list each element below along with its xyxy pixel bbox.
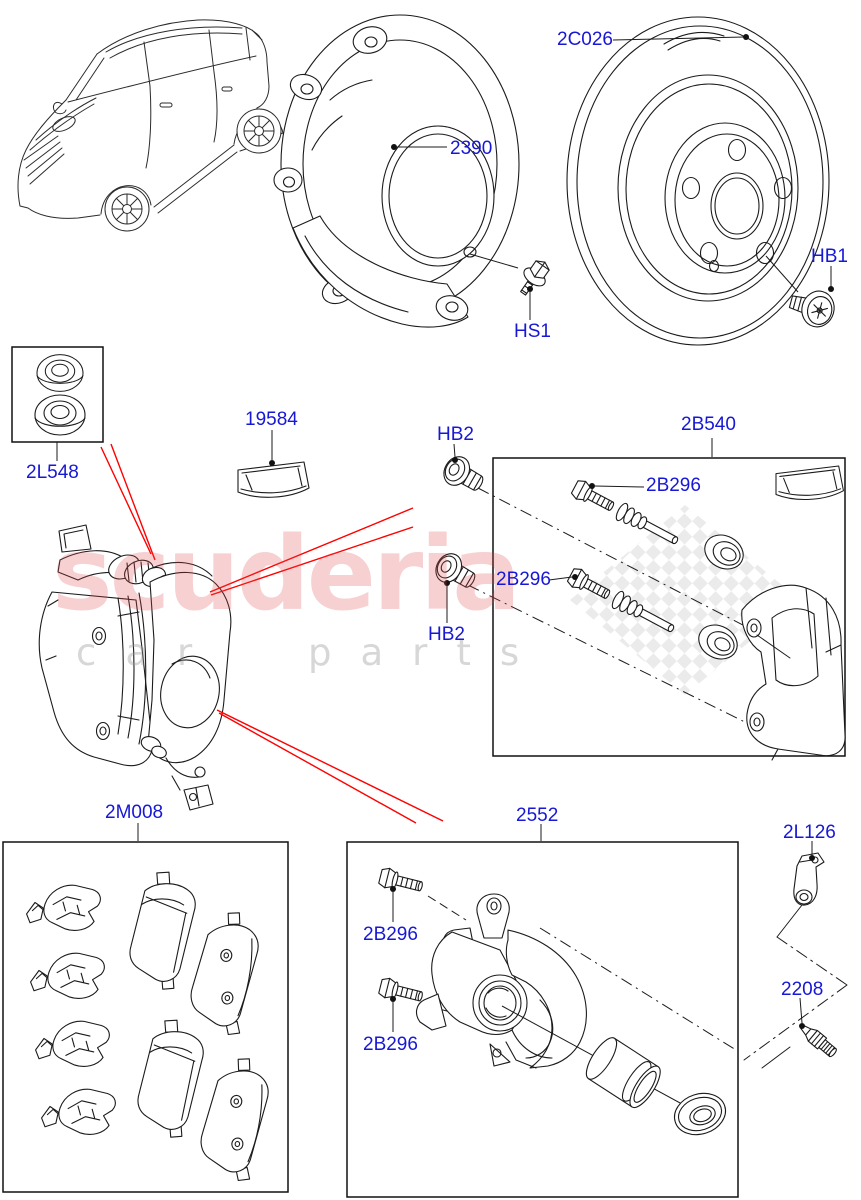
part-label-guide-bolt-hb2-lower[interactable]: HB2	[428, 624, 465, 645]
part-label-carrier-pin-upper[interactable]: 2B296	[646, 475, 701, 496]
part-label-grease-sachet[interactable]: 19584	[245, 409, 298, 430]
part-label-caliper-bolt-lower[interactable]: 2B296	[363, 1034, 418, 1055]
caliper-piston-drawing	[585, 1037, 661, 1109]
caliper-bolt-lower-drawing	[377, 976, 425, 1007]
part-label-guide-bolt-hb2-upper[interactable]: HB2	[437, 424, 474, 445]
grommet-kit-box	[11, 346, 104, 443]
part-label-dust-shield[interactable]: 2390	[450, 138, 493, 159]
caliper-bolt-upper-drawing	[377, 866, 425, 897]
part-label-carrier-kit[interactable]: 2B540	[681, 414, 736, 435]
part-label-hub-bolt-hb1[interactable]: HB1	[811, 246, 848, 267]
part-label-disc-screw-hs1[interactable]: HS1	[514, 321, 551, 342]
part-label-hose-bracket[interactable]: 2L126	[783, 822, 836, 843]
hb2-bolt-upper-drawing	[438, 451, 490, 499]
carrier-kit-box	[430, 451, 846, 761]
part-label-brake-disc[interactable]: 2C026	[557, 29, 613, 50]
caliper-kit-box	[346, 841, 739, 1198]
part-label-grommet-kit[interactable]: 2L548	[26, 462, 79, 483]
callout-leader-lines	[56, 34, 834, 1032]
brake-disc-drawing	[566, 16, 830, 346]
caliper-housing-drawing	[415, 893, 587, 1069]
part-label-caliper-kit[interactable]: 2552	[516, 805, 559, 826]
part-label-bleed-screw[interactable]: 2208	[781, 979, 824, 1000]
red-callout-lines	[100, 443, 444, 824]
hub-bolt-drawing	[788, 290, 835, 328]
grease-sachet-drawing	[237, 461, 310, 498]
hb2-bolt-lower-drawing	[430, 548, 482, 596]
dust-shield-drawing	[273, 14, 520, 328]
caliper-assembly-drawing	[38, 524, 232, 811]
part-label-pad-kit[interactable]: 2M008	[105, 802, 164, 823]
hose-bracket-drawing	[743, 852, 848, 1069]
vehicle-drawing	[17, 19, 284, 232]
part-label-caliper-bolt-upper[interactable]: 2B296	[363, 924, 418, 945]
piston-seal-drawing	[673, 1092, 727, 1136]
part-label-carrier-pin-lower[interactable]: 2B296	[496, 569, 551, 590]
pad-kit-box	[2, 841, 289, 1193]
disc-screw-drawing	[520, 260, 550, 296]
caliper-carrier-drawing	[741, 584, 846, 761]
